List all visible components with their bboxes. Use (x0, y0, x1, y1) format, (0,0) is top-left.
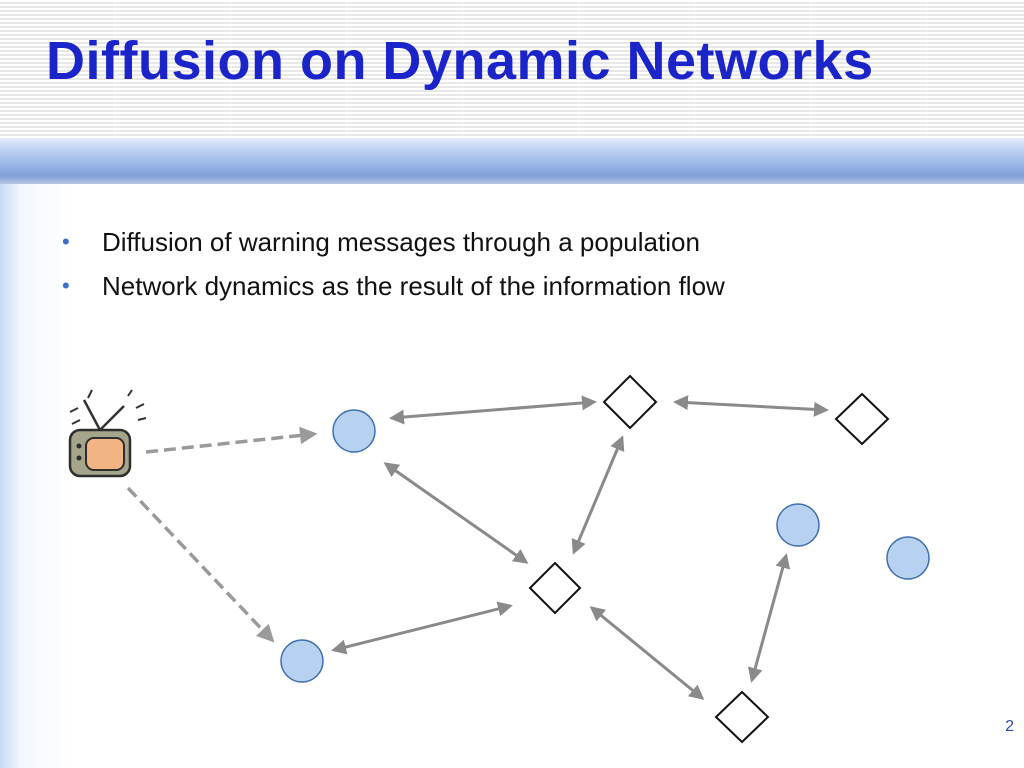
tv-signal-mark (71, 419, 81, 425)
tv-signal-mark (127, 389, 133, 397)
bullet-item: • Diffusion of warning messages through … (62, 220, 725, 264)
header-background (0, 0, 1024, 138)
tv-antenna-left (82, 399, 102, 431)
tv-screen (85, 437, 125, 471)
tv-antenna-right (99, 405, 125, 431)
tv-icon (68, 389, 147, 478)
circle-node (886, 536, 930, 580)
tv-signal-mark (87, 389, 93, 399)
network-edge (331, 601, 513, 655)
tv-knob (76, 443, 82, 449)
circle-nodes (280, 409, 930, 683)
header-band (0, 138, 1024, 184)
circle-node (776, 503, 820, 547)
network-edge (389, 395, 597, 425)
slide-title: Diffusion on Dynamic Networks (46, 31, 874, 91)
tv-signal-mark (69, 407, 79, 413)
network-edge (589, 606, 705, 700)
broadcast-arrow (145, 426, 318, 454)
bullet-text: Diffusion of warning messages through a … (102, 227, 700, 257)
header-divider (0, 136, 1024, 138)
page-number: 2 (1005, 718, 1014, 735)
bullet-marker-icon: • (62, 229, 70, 254)
bullet-item: • Network dynamics as the result of the … (62, 264, 725, 308)
tv-knob (76, 455, 82, 461)
bullet-list: • Diffusion of warning messages through … (62, 220, 725, 308)
left-gradient-edge (0, 184, 70, 768)
bullet-marker-icon: • (62, 273, 70, 298)
bullet-text: Network dynamics as the result of the in… (102, 271, 725, 301)
network-edge (571, 435, 625, 555)
network-edge (747, 553, 791, 683)
edges (331, 395, 829, 700)
network-edge (673, 395, 829, 417)
tv-signal-mark (137, 417, 147, 421)
diamond-node (528, 561, 582, 615)
tv-signal-mark (135, 403, 145, 409)
broadcast-arrow (126, 486, 275, 643)
diamond-node (602, 374, 658, 430)
network-edge (383, 462, 529, 564)
diamond-nodes (528, 374, 890, 744)
circle-node (280, 639, 324, 683)
diamond-node (714, 690, 770, 744)
diamond-node (834, 392, 890, 446)
circle-node (332, 409, 376, 453)
